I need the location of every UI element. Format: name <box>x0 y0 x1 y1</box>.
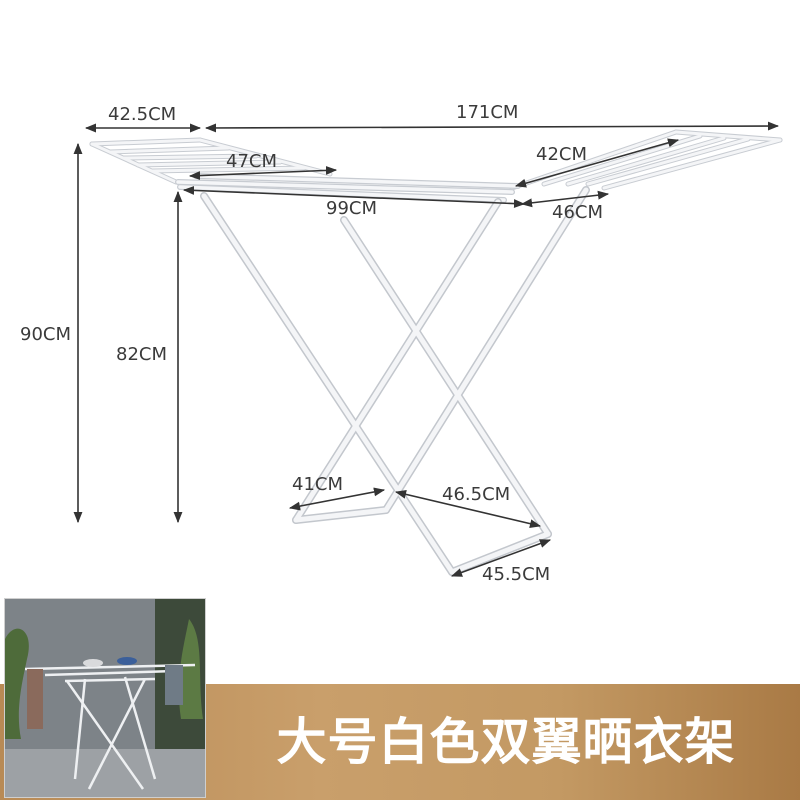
wing-depth-left-label: 47CM <box>226 151 278 172</box>
total-height-label: 90CM <box>20 324 72 345</box>
foot-back-width-label: 41CM <box>292 474 344 495</box>
total-length-label: 171CM <box>456 102 519 123</box>
dimension-lines <box>73 121 780 577</box>
foot-front-width-label: 45.5CM <box>482 564 551 585</box>
rail-height-label: 82CM <box>116 344 168 365</box>
drying-rack-frame <box>89 129 783 576</box>
leg-span-label: 46.5CM <box>442 484 511 505</box>
banner-title: 大号白色双翼晒衣架 <box>276 713 736 771</box>
center-length-label: 99CM <box>326 198 378 219</box>
wing-depth-right-label: 46CM <box>552 202 604 223</box>
lifestyle-photo <box>5 599 205 797</box>
wing-width-left-label: 42.5CM <box>108 104 177 125</box>
lifestyle-photo-thumbnail <box>4 598 206 798</box>
wing-width-right-label: 42CM <box>536 144 588 165</box>
